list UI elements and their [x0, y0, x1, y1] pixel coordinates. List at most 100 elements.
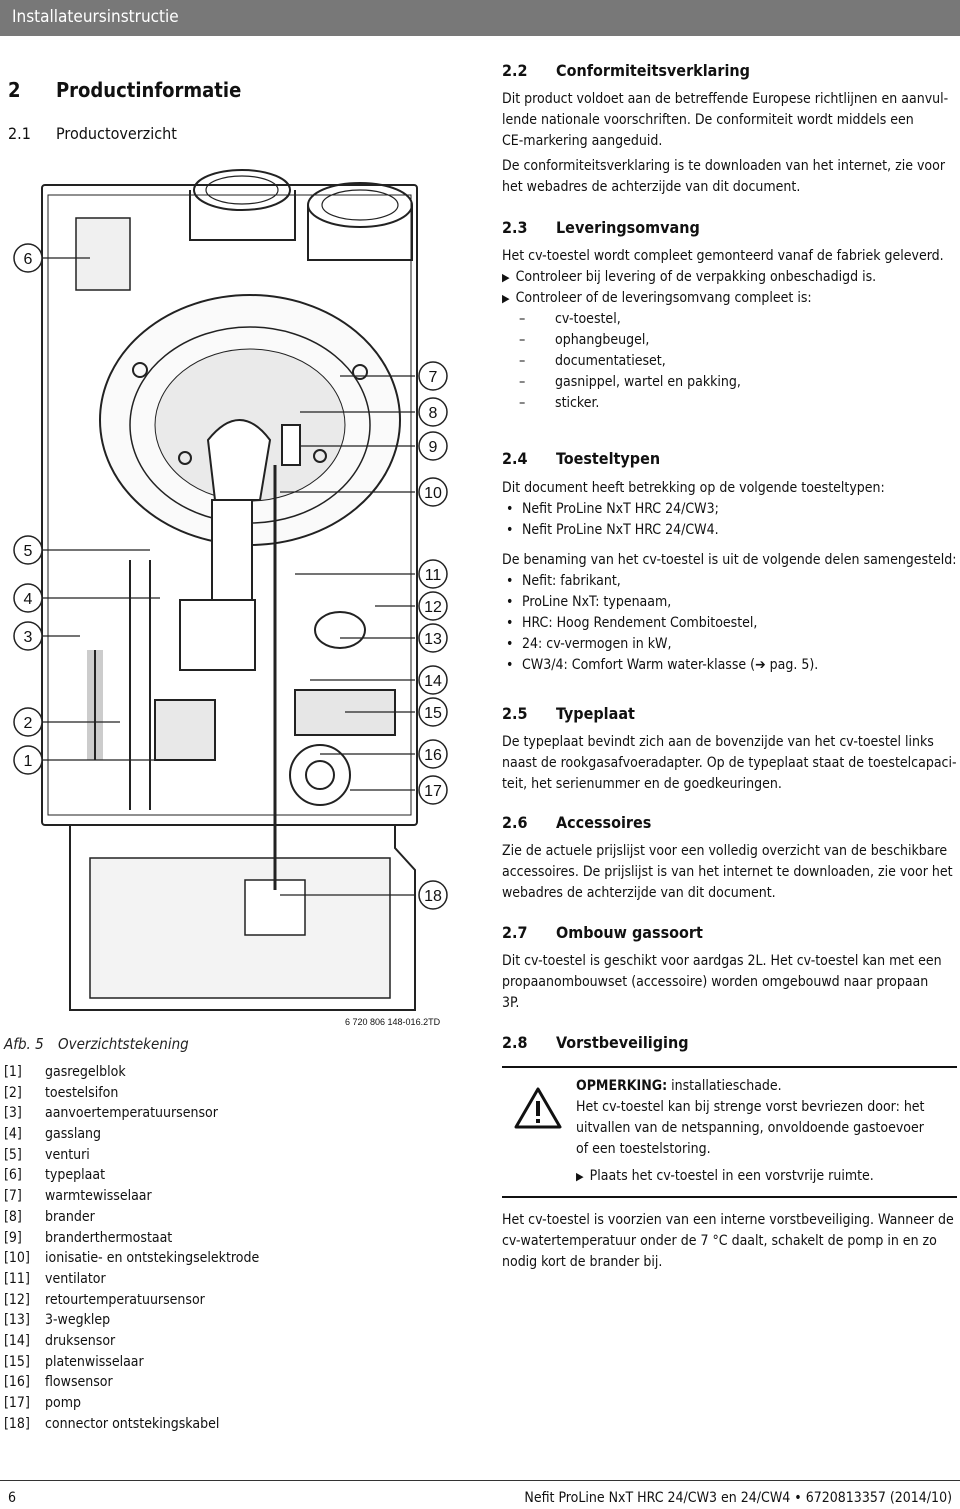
paragraph: De conformiteitsverklaring is te downloa… — [502, 156, 957, 198]
section-number: 2.4 — [502, 449, 528, 468]
section-title: Accessoires — [556, 813, 652, 832]
legend-number: [18] — [4, 1415, 30, 1432]
legend-item: [18] connector ontstekingskabel — [4, 1414, 259, 1435]
callout-circle — [418, 739, 448, 769]
callout-circle — [418, 431, 448, 461]
callout-number: 12 — [424, 599, 442, 616]
legend-text: pomp — [45, 1395, 81, 1411]
text-line: webadres de achterzijde van dit document… — [502, 885, 776, 901]
text-line: Dit product voldoet aan de betreffende E… — [502, 91, 949, 107]
legend-text: gasregelblok — [45, 1064, 126, 1080]
flue-adapter-left — [193, 169, 291, 211]
legend-number: [5] — [4, 1146, 22, 1163]
step-text: Controleer bij levering of de verpakking… — [515, 269, 877, 285]
callout-circle — [13, 707, 43, 737]
callout-number: 11 — [425, 567, 442, 584]
section-number: 2.2 — [502, 61, 528, 80]
paragraph: De typeplaat bevindt zich aan de bovenzi… — [502, 732, 957, 795]
venturi-top — [206, 419, 272, 501]
section-number: 2.3 — [502, 218, 528, 237]
legend-number: [12] — [4, 1291, 30, 1308]
callout-number: 7 — [429, 369, 438, 386]
type-plate — [75, 217, 131, 291]
callout-number: 9 — [429, 439, 438, 456]
list-item: •Nefit ProLine NxT HRC 24/CW4. — [506, 522, 719, 538]
legend-item: [3]aanvoertemperatuursensor — [4, 1103, 259, 1124]
legend-text: gasslang — [45, 1126, 102, 1143]
text-line: cv-watertemperatuur onder de 7 °C daalt,… — [502, 1233, 937, 1249]
text-line: lende nationale voorschriften. De confor… — [502, 112, 914, 128]
legend-number: [7] — [4, 1188, 22, 1205]
legend-text: typeplaat — [45, 1167, 106, 1184]
legend-text: ionisatie- en ontstekingselektrode — [45, 1250, 260, 1267]
legend-text: connector ontstekingskabel — [45, 1415, 220, 1432]
callout-circle — [13, 583, 43, 613]
text-line: Het cv-toestel wordt compleet gemonteerd… — [502, 248, 944, 264]
section-title: Productoverzicht — [56, 124, 177, 143]
text-line: 3P. — [502, 995, 520, 1011]
step-arrow-icon: ▶ — [502, 292, 510, 305]
callout-circle — [418, 665, 448, 695]
callout-number: 18 — [424, 888, 442, 905]
callout-number: 16 — [424, 747, 442, 764]
section-number: 2.7 — [502, 923, 528, 942]
paragraph: De benaming van het cv-toestel is uit de… — [502, 550, 957, 676]
legend-text: brander — [45, 1208, 95, 1225]
section-title: Typeplaat — [556, 704, 635, 723]
section-number: 2.5 — [502, 704, 528, 723]
legend-item: [6]typeplaat — [4, 1165, 259, 1186]
paragraph: Dit product voldoet aan de betreffende E… — [502, 89, 957, 152]
warning-label: OPMERKING: — [576, 1078, 668, 1094]
callout-circle — [418, 880, 448, 910]
section-number: 2.8 — [502, 1033, 528, 1052]
list-item: •Nefit: fabrikant, — [506, 573, 621, 589]
legend-item: [13] 3-wegklep — [4, 1310, 259, 1331]
callout-number: 6 — [24, 251, 33, 268]
list-item-text: HRC: Hoog Rendement Combitoestel, — [522, 615, 758, 631]
text-line: accessoires. De prijslijst is van het in… — [502, 864, 953, 880]
page-number: 6 — [8, 1490, 17, 1506]
section-number: 2.6 — [502, 813, 528, 832]
callout-number: 4 — [24, 591, 33, 608]
step-arrow-icon: ▶ — [502, 271, 510, 284]
legend-item: [17]pomp — [4, 1393, 259, 1414]
legend-item: [16]flowsensor — [4, 1372, 259, 1393]
legend-text: 3-wegklep — [45, 1312, 111, 1329]
text-line: propaanombouwset (accessoire) worden omg… — [502, 974, 929, 990]
text-line: naast de rookgasafvoeradapter. Op de typ… — [502, 755, 957, 771]
step: ▶Controleer of de leveringsomvang comple… — [502, 288, 957, 309]
callout-circle — [418, 591, 448, 621]
callout-circle — [13, 243, 43, 273]
legend-text: ventilator — [45, 1270, 106, 1287]
legend-number: [10] — [4, 1250, 30, 1267]
callout-circle — [418, 361, 448, 391]
legend-number: [3] — [4, 1105, 22, 1122]
legend-item: [4]gasslang — [4, 1124, 259, 1145]
footer-divider — [0, 1480, 960, 1481]
legend-number: [2] — [4, 1084, 22, 1101]
legend-item: [15]platenwisselaar — [4, 1352, 259, 1373]
legend-number: [13] — [4, 1312, 30, 1329]
list-item: –cv-toestel, — [519, 311, 621, 327]
list-item: •Nefit ProLine NxT HRC 24/CW3; — [506, 501, 719, 517]
callout-circle — [418, 559, 448, 589]
list-item-text: Nefit: fabrikant, — [522, 573, 621, 589]
legend-text: flowsensor — [45, 1374, 113, 1391]
legend-item: [5]venturi — [4, 1145, 259, 1166]
header-title: Installateursinstructie — [12, 7, 179, 27]
document-id: Nefit ProLine NxT HRC 24/CW3 en 24/CW4 •… — [524, 1490, 952, 1506]
text-line: CE-markering aangeduid. — [502, 133, 663, 149]
list-item: –sticker. — [519, 395, 600, 411]
figure-code: 6 720 806 148-016.2TD — [345, 1017, 441, 1027]
callout-circle — [13, 621, 43, 651]
paragraph: Zie de actuele prijslijst voor een volle… — [502, 841, 957, 904]
text-line: uitvallen van de netspanning, onvoldoend… — [576, 1120, 924, 1136]
list-item: •HRC: Hoog Rendement Combitoestel, — [506, 615, 758, 631]
step-arrow-icon: ▶ — [576, 1170, 584, 1183]
legend-number: [15] — [4, 1353, 30, 1370]
step-text: Plaats het cv-toestel in een vorstvrije … — [589, 1168, 874, 1184]
list-item-text: ProLine NxT: typenaam, — [522, 594, 672, 610]
legend-number: [14] — [4, 1332, 30, 1349]
warning-label-rest: installatieschade. — [667, 1078, 782, 1094]
